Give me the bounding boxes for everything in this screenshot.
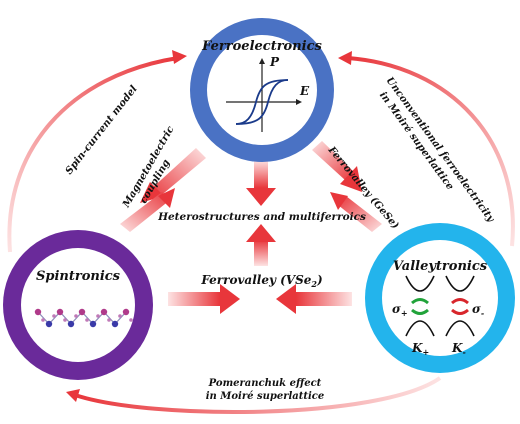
spintronics-title: Spintronics: [36, 269, 121, 284]
arc-pomeranchuk: [66, 376, 442, 415]
k-plus-label: K+: [411, 341, 429, 357]
spin-ligand: [85, 318, 89, 322]
axis-p-label: P: [269, 55, 280, 69]
valleytronics-title: Valleytronics: [393, 259, 488, 274]
arrow-valley-to-vse2: [276, 284, 352, 314]
spin-atom: [56, 308, 64, 316]
spin-chain-icon: [34, 308, 133, 328]
spin-ligand: [74, 314, 78, 318]
green-transition-icon: [411, 298, 429, 315]
hysteresis-loop-icon: [226, 58, 302, 132]
spin-atom: [78, 308, 86, 316]
arrow-spin-to-vse2: [168, 284, 240, 314]
spin-atom: [34, 308, 42, 316]
arrow-spin-to-center: [120, 188, 175, 232]
spin-ligand: [118, 314, 122, 318]
heterostructures-label: Heterostructures and multiferroics: [157, 211, 366, 223]
spin-ligand: [41, 318, 45, 322]
node-ferroelectronics: Ferroelectronics P E: [190, 18, 334, 162]
spin-atom: [67, 320, 75, 328]
node-valleytronics: Valleytronics σ+ σ- K+ K-: [365, 223, 515, 373]
spin-atom: [122, 308, 130, 316]
node-spintronics: Spintronics: [3, 230, 153, 380]
spin-ligand: [63, 318, 67, 322]
ferroelectronics-title: Ferroelectronics: [201, 39, 322, 54]
spintronics-inner: [21, 248, 135, 362]
arc-unconventional: [338, 51, 515, 247]
arrow-ferro-to-valley: [312, 141, 362, 192]
arc-unconventional-head: [338, 51, 352, 65]
svg-text:in Moiré superlattice: in Moiré superlattice: [377, 90, 456, 192]
spin-atom: [100, 308, 108, 316]
sigma-plus-label: σ+: [392, 302, 408, 318]
arrow-valley-to-center: [330, 192, 382, 232]
k-minus-label: K-: [451, 341, 466, 357]
sigma-minus-label: σ-: [472, 302, 484, 318]
unconventional-label: Unconventional ferroelectricity in Moiré…: [377, 75, 497, 225]
spin-atom: [45, 320, 53, 328]
pomeranchuk-line1: Pomeranchuk effect: [208, 378, 322, 389]
valley-bands-icon: [405, 275, 475, 337]
red-transition-icon: [451, 298, 469, 315]
arc-spin-current: [7, 50, 187, 253]
spin-ligand: [129, 318, 133, 322]
spin-ligand: [96, 314, 100, 318]
arc-spin-current-head: [172, 50, 187, 64]
ferrovalley-vse2-label: Ferrovalley (VSe2): [200, 273, 322, 289]
arrow-ferro-to-center: [246, 160, 276, 206]
spin-ligand: [107, 318, 111, 322]
svg-text:Unconventional ferroelectrici: Unconventional ferroelectricity: [384, 75, 497, 225]
axis-e-label: E: [299, 84, 310, 98]
arrow-bottom-to-center: [246, 224, 276, 266]
valleytronics-inner: [382, 240, 498, 356]
spin-atom: [111, 320, 119, 328]
pomeranchuk-line2: in Moiré superlattice: [206, 391, 325, 402]
spin-atom: [89, 320, 97, 328]
spin-ligand: [52, 314, 56, 318]
arc-pomeranchuk-head: [66, 389, 80, 402]
